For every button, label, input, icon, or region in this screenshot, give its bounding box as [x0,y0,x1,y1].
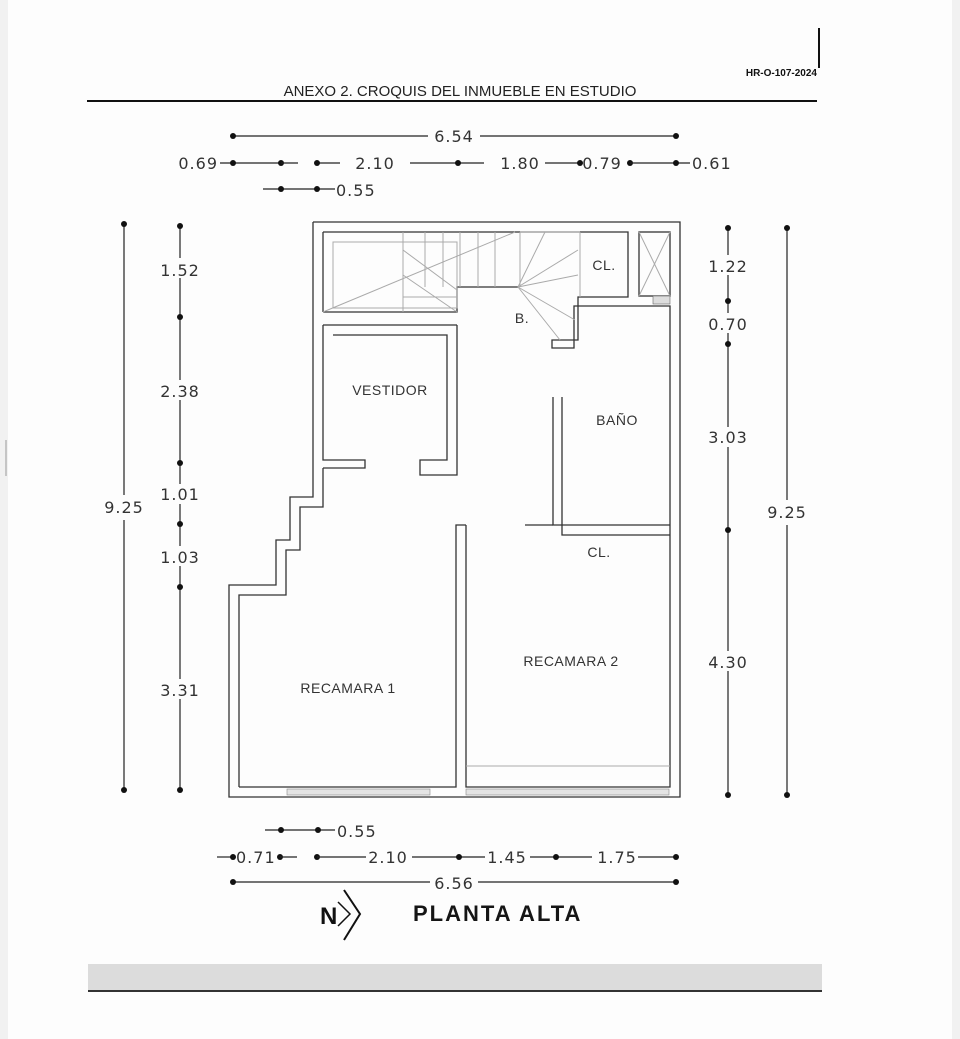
dim-top-2: 2.10 [355,154,395,173]
room-label-recamara-2: RECAMARA 2 [523,653,618,669]
dim-left-2: 2.38 [160,382,200,401]
dim-bottom-3: 2.10 [368,848,408,867]
dim-top-6: 0.55 [336,181,376,200]
svg-text:N: N [320,903,337,930]
document-code: HR-O-107-2024 [746,68,818,79]
walls [228,221,681,798]
staircase [322,231,581,341]
dim-left-total: 9.25 [104,498,144,517]
room-label-recamara-1: RECAMARA 1 [300,680,395,696]
dim-bottom-4: 1.45 [487,848,527,867]
document-title: ANEXO 2. CROQUIS DEL INMUEBLE EN ESTUDIO [284,83,637,100]
dim-top-4: 0.79 [582,154,622,173]
room-label-bano: BAÑO [596,412,638,428]
footer-band [88,964,822,990]
dim-top-5: 0.61 [692,154,732,173]
room-label-closet-top: CL. [592,257,615,273]
dim-left-3: 1.01 [160,485,200,504]
room-label-closet-mid: CL. [587,544,610,560]
dim-left-5: 3.31 [160,681,200,700]
dim-bottom-1: 0.55 [337,822,377,841]
north-arrow-icon: N [320,889,362,941]
dim-right-4: 4.30 [708,653,748,672]
dim-right-total: 9.25 [767,503,807,522]
scan-edge-left [0,0,8,1039]
dim-bottom-total: 6.56 [434,874,474,893]
dim-left-4: 1.03 [160,548,200,567]
dim-top-1: 0.69 [178,154,218,173]
dim-top-total: 6.54 [434,127,474,146]
room-label-vestidor: VESTIDOR [352,382,428,398]
top-dimensions: 6.54 0.69 2.10 1.80 0.79 0.61 0.55 [178,127,732,200]
room-label-bath-small: B. [515,310,529,326]
dim-bottom-5: 1.75 [597,848,637,867]
scan-edge-right [952,0,960,1039]
right-dimensions: 1.22 0.70 3.03 4.30 9.25 [700,225,807,798]
dim-right-1: 1.22 [708,257,748,276]
dim-bottom-2: 0.71 [236,848,276,867]
plan-title: PLANTA ALTA [413,901,582,926]
dim-right-3: 3.03 [708,428,748,447]
dim-right-2: 0.70 [708,315,748,334]
left-dimensions: 9.25 1.52 2.38 1.01 1.03 3.31 [104,221,206,793]
bottom-dimensions: 0.55 0.71 2.10 1.45 1.75 6.56 [217,822,679,893]
dim-left-1: 1.52 [160,261,200,280]
dim-top-3: 1.80 [500,154,540,173]
